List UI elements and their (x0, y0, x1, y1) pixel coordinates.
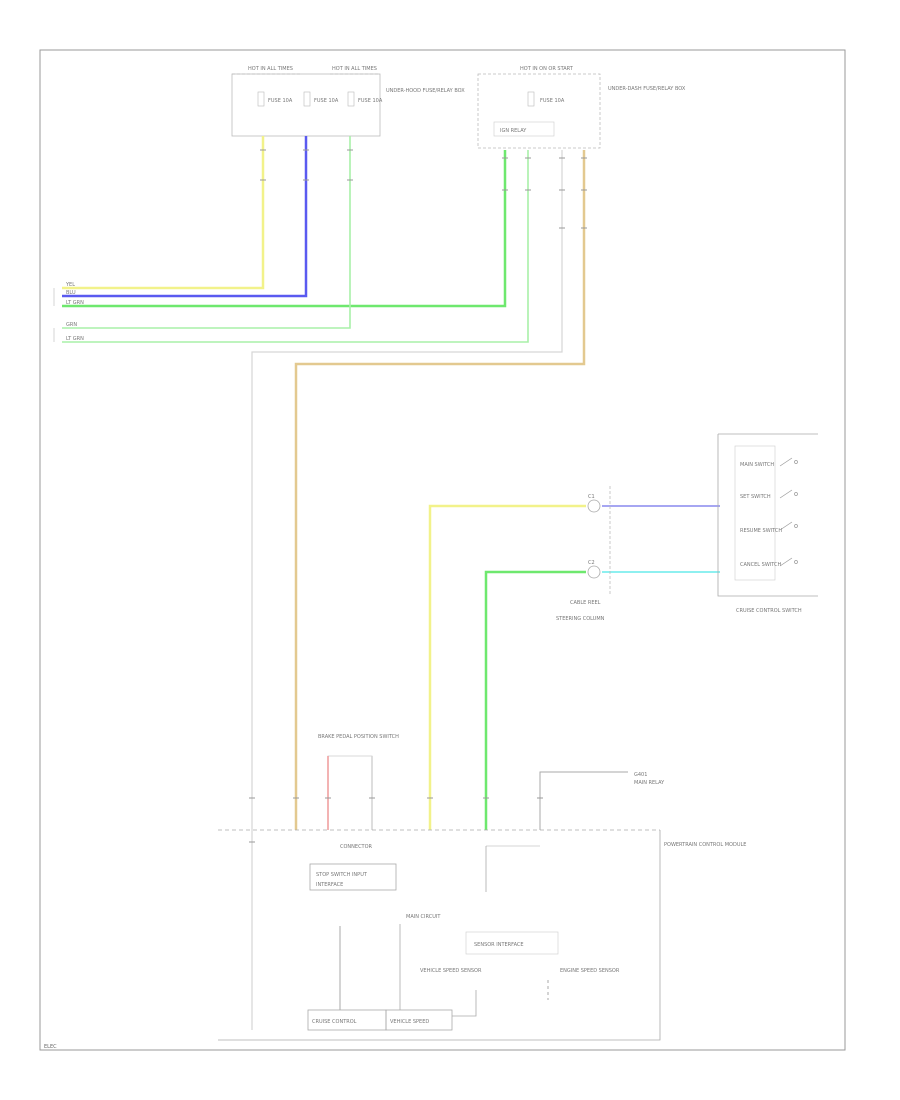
left-wire-labels: YEL BLU LT GRN GRN LT GRN (53, 282, 84, 342)
pcm-main-circuit: MAIN CIRCUIT (406, 914, 441, 920)
footnote: ELEC (44, 1044, 57, 1050)
pcm-left-sensor: VEHICLE SPEED SENSOR (420, 968, 482, 974)
wire-green-1 (62, 150, 507, 308)
switch-resume: RESUME SWITCH (740, 528, 782, 534)
pcm-box-interface: INTERFACE (316, 882, 343, 888)
fuse-box-left-desc: UNDER-HOOD FUSE/RELAY BOX (386, 88, 465, 94)
wire-gray (251, 150, 563, 1030)
switch-cancel: CANCEL SWITCH (740, 562, 782, 568)
pcm-connector-label: CONNECTOR (340, 844, 373, 850)
cable-reel: C1 C2 CABLE REEL STEERING COLUMN (556, 486, 611, 622)
pcm-right-sensor: ENGINE SPEED SENSOR (560, 968, 620, 974)
pcm-module: POWERTRAIN CONTROL MODULE CONNECTOR STOP… (218, 829, 746, 1041)
cable-reel-pin-2: C2 (588, 560, 595, 566)
diagram-frame (39, 49, 846, 1051)
wire-lt-green-2 (62, 150, 529, 343)
fuse-box-left-title-1: HOT IN ALL TIMES (248, 66, 293, 72)
brake-switch-label: BRAKE PEDAL POSITION SWITCH (318, 734, 399, 740)
fuse-right-label: FUSE 10A (540, 98, 565, 104)
wire-blue (62, 136, 308, 298)
fuse-box-right-desc: UNDER-DASH FUSE/RELAY BOX (608, 86, 686, 92)
cruise-control-switch: MAIN SWITCH SET SWITCH RESUME SWITCH CAN… (717, 433, 818, 614)
wire-green-reel (484, 570, 586, 830)
fuse-box-left: HOT IN ALL TIMES HOT IN ALL TIMES FUSE 1… (231, 66, 465, 137)
switch-set: SET SWITCH (740, 494, 771, 500)
ground-label: G401 (634, 772, 647, 778)
wire-harness-middle (428, 504, 720, 830)
wire-harness-top (62, 136, 586, 1030)
wire-yellow (62, 136, 265, 290)
wire-label-yel: YEL (65, 282, 75, 288)
pcm-input-ticks (249, 797, 543, 843)
wire-lt-green-1 (62, 136, 351, 329)
fuse-left-1-label: FUSE 10A (268, 98, 293, 104)
connector-ticks (260, 149, 587, 229)
cable-reel-label: CABLE REEL (570, 600, 601, 606)
switch-main: MAIN SWITCH (740, 462, 774, 468)
fuse-left-2-label: FUSE 10A (314, 98, 339, 104)
pcm-box-stop: STOP SWITCH INPUT (316, 872, 368, 878)
fuse-box-left-title-2: HOT IN ALL TIMES (332, 66, 377, 72)
wire-tan (294, 150, 586, 830)
wire-label-grn: GRN (66, 322, 77, 328)
brake-pedal-switch: BRAKE PEDAL POSITION SWITCH (318, 734, 399, 830)
cruise-switch-label: CRUISE CONTROL SWITCH (736, 608, 802, 614)
pcm-label: POWERTRAIN CONTROL MODULE (664, 842, 746, 848)
fuse-box-right-title: HOT IN ON OR START (520, 66, 574, 72)
wire-yellow-reel (428, 504, 586, 830)
wire-label-ltgrn: LT GRN (66, 300, 84, 306)
fuse-box-right: HOT IN ON OR START FUSE 10A IGN RELAY UN… (477, 66, 686, 149)
pcm-sensor-block: SENSOR INTERFACE (474, 942, 524, 948)
cable-reel-sublabel: STEERING COLUMN (556, 616, 605, 622)
pcm-bottom-box-1: CRUISE CONTROL (312, 1019, 357, 1025)
main-relay-label: MAIN RELAY (634, 780, 665, 786)
pcm-bottom-box-2: VEHICLE SPEED (390, 1019, 429, 1025)
wire-label-blu: BLU (66, 290, 76, 296)
fuse-left-3-label: FUSE 10A (358, 98, 383, 104)
wire-label-ltgrn-2: LT GRN (66, 336, 84, 342)
ground-branch: G401 MAIN RELAY (539, 771, 665, 830)
cable-reel-pin-1: C1 (588, 494, 595, 500)
fuse-box-right-relay: IGN RELAY (500, 128, 527, 134)
